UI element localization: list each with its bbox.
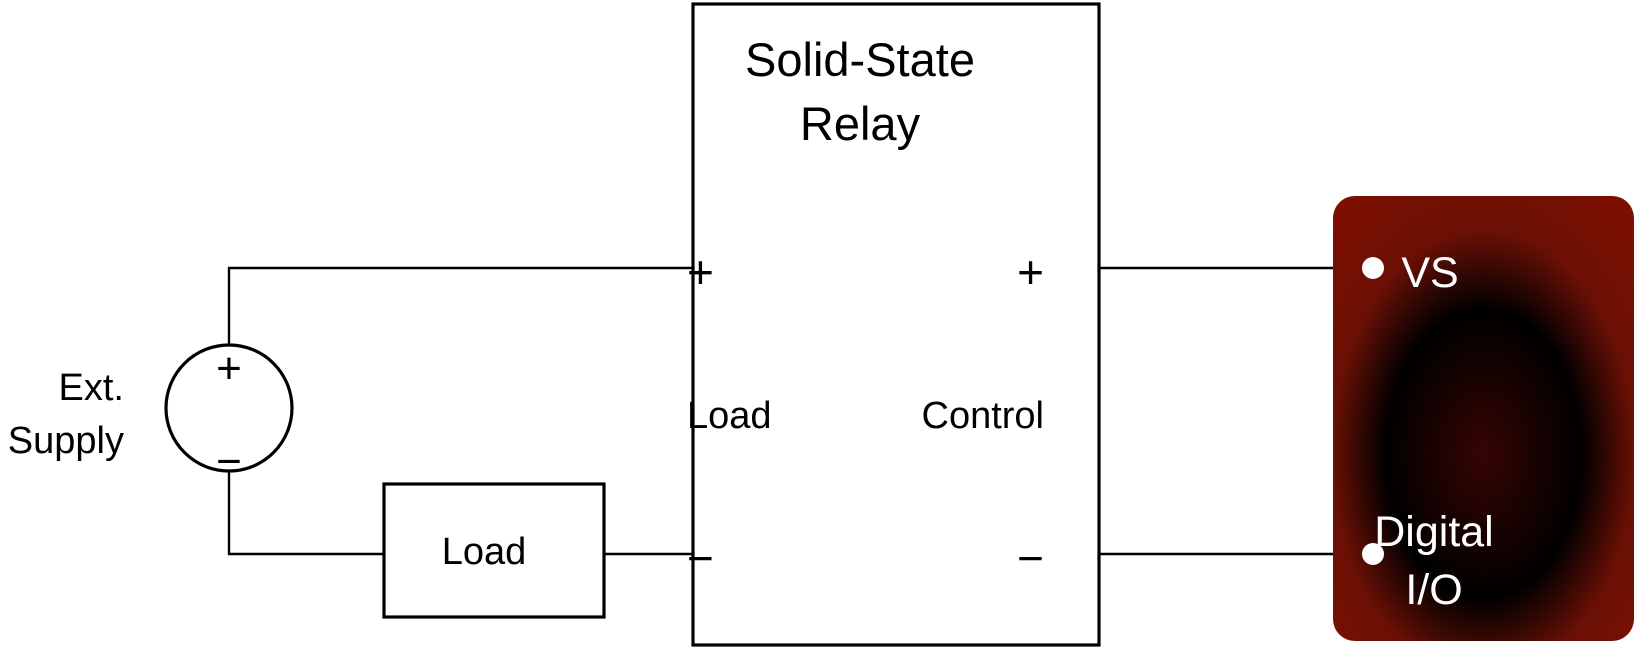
ext-supply-plus-sign: + xyxy=(216,344,242,393)
load-box-label: Load xyxy=(442,531,527,573)
daq-module-body xyxy=(1333,196,1634,641)
daq-terminal-label-vs: VS xyxy=(1401,249,1458,297)
daq-terminal-label-digital: Digital xyxy=(1374,508,1494,556)
terminal-dot-vs[interactable] xyxy=(1362,257,1384,279)
relay-load-label: Load xyxy=(687,395,772,437)
voltage-source-symbol xyxy=(164,343,294,473)
wire-supply-plus-to-relay-load-plus xyxy=(227,266,695,347)
relay-control-label: Control xyxy=(922,395,1045,437)
wire-supply-minus-to-load xyxy=(227,469,386,556)
terminal-dot-digital-io[interactable] xyxy=(1362,543,1384,565)
relay-control-minus-sign: − xyxy=(1017,532,1044,584)
relay-title-line2: Relay xyxy=(800,97,921,150)
relay-control-plus-sign: + xyxy=(1017,246,1044,298)
ext-supply-label-line2: Supply xyxy=(8,420,124,462)
load-box xyxy=(382,482,606,619)
relay-load-minus-sign: − xyxy=(687,532,714,584)
ext-supply-label-line1: Ext. xyxy=(59,367,124,409)
ext-supply-minus-sign: − xyxy=(216,437,242,486)
daq-terminal-label-io: I/O xyxy=(1405,566,1462,614)
relay-load-plus-sign: + xyxy=(687,246,714,298)
relay-title-line1: Solid-State xyxy=(745,33,975,86)
solid-state-relay-box xyxy=(691,2,1101,647)
